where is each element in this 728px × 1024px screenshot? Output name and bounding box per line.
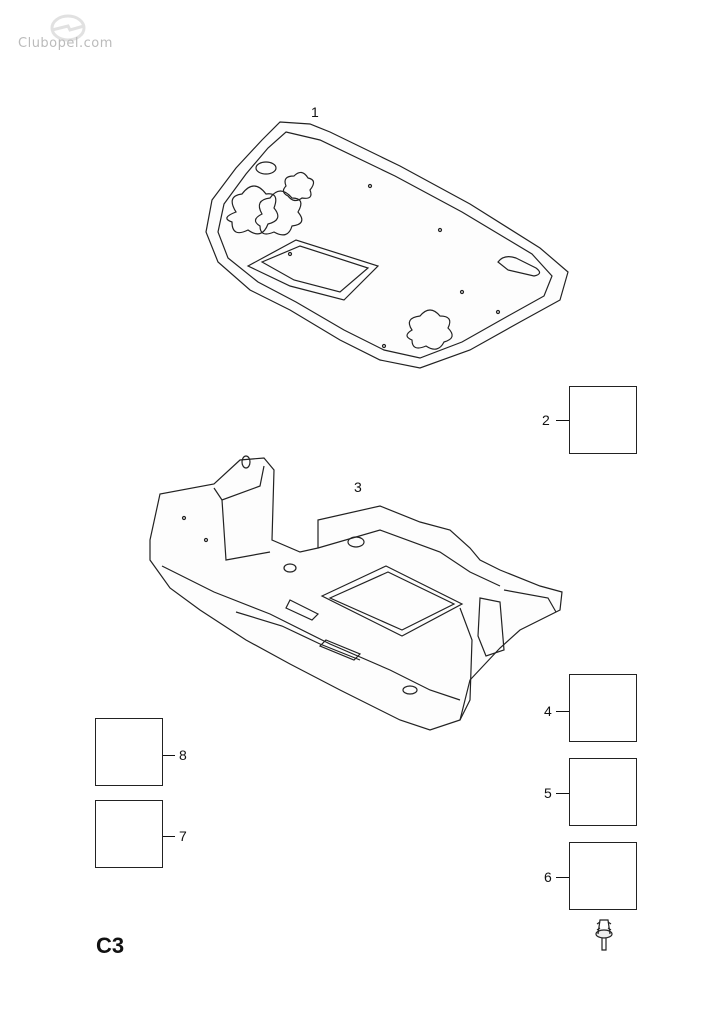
watermark-logo xyxy=(8,8,128,58)
leader-2 xyxy=(556,420,569,421)
watermark-text: Clubopel.com xyxy=(18,36,113,51)
callout-7: 7 xyxy=(179,828,187,844)
callout-6: 6 xyxy=(544,869,552,885)
callout-4: 4 xyxy=(544,703,552,719)
part-5-box xyxy=(569,758,637,826)
leader-7 xyxy=(163,836,175,837)
leader-8 xyxy=(163,755,175,756)
callout-3: 3 xyxy=(354,479,362,495)
underbody-shield-icon xyxy=(149,455,563,731)
callout-8: 8 xyxy=(179,747,187,763)
hood-insulation-pad-icon xyxy=(205,121,569,369)
leader-6 xyxy=(556,877,569,878)
push-pin-icon xyxy=(595,919,613,951)
part-4-box xyxy=(569,674,637,742)
opel-logo-icon xyxy=(50,14,86,42)
diagram-code: C3 xyxy=(96,933,125,958)
part-7-box xyxy=(95,800,163,868)
callout-5: 5 xyxy=(544,785,552,801)
callout-1: 1 xyxy=(311,104,319,120)
callout-2: 2 xyxy=(542,412,550,428)
part-8-box xyxy=(95,718,163,786)
part-6-box xyxy=(569,842,637,910)
part-2-box xyxy=(569,386,637,454)
leader-4 xyxy=(556,711,569,712)
leader-5 xyxy=(556,793,569,794)
